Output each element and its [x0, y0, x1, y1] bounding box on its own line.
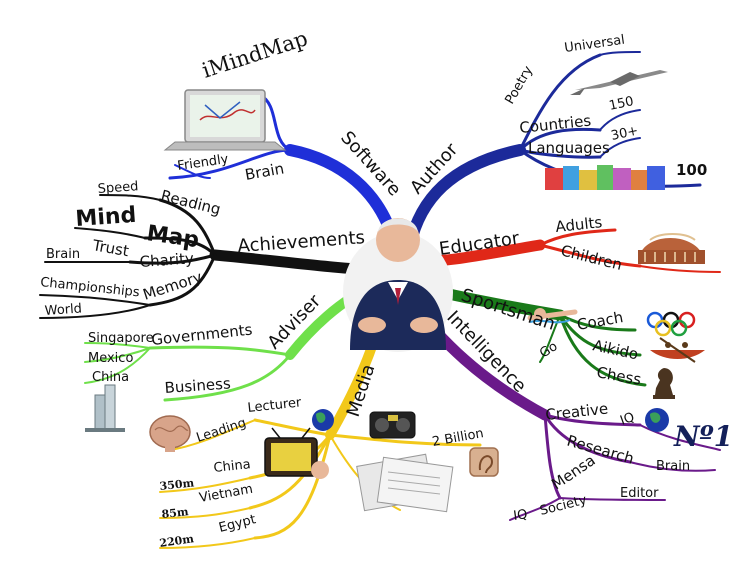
globe-icon	[312, 409, 334, 431]
label-countries: Countries	[519, 112, 593, 137]
label-mensa: Mensa	[548, 451, 598, 493]
skyscraper-icon	[85, 384, 125, 432]
label-mexico: Mexico	[88, 351, 133, 366]
label-lecturer: Lecturer	[247, 395, 303, 416]
label-business: Business	[164, 374, 231, 397]
label-iq-society: IQ	[512, 507, 528, 524]
label-150: 150	[608, 94, 635, 114]
label-editor: Editor	[620, 486, 659, 501]
label-world: World	[44, 301, 82, 319]
royal-albert-hall-icon	[638, 233, 705, 264]
globe-icon	[645, 408, 669, 432]
label-85m: 85m	[161, 505, 190, 521]
newspapers-icon	[356, 453, 454, 513]
label-friendly: Friendly	[176, 152, 229, 174]
label-creative: Creative	[545, 400, 609, 424]
label-30plus: 30+	[610, 124, 640, 144]
label-achievements: Achievements	[237, 227, 366, 257]
label-china-media: China	[213, 457, 252, 476]
radio-icon	[369, 411, 416, 439]
label-aikido: Aikido	[591, 336, 640, 363]
label-number-one: Nº1	[673, 420, 733, 453]
label-go: Go	[537, 339, 560, 361]
label-governments: Governments	[151, 320, 254, 349]
label-leading: Leading	[195, 416, 248, 446]
label-languages: Languages	[528, 139, 610, 157]
concorde-plane-icon	[570, 70, 668, 95]
label-reading: Reading	[159, 186, 222, 218]
chess-knight-icon	[653, 368, 675, 399]
label-adults: Adults	[555, 213, 604, 236]
label-china-adviser: China	[92, 370, 129, 385]
label-mind: Mind	[75, 203, 137, 232]
label-singapore: Singapore	[88, 331, 154, 346]
swimmer-icon	[527, 308, 578, 324]
label-brain-trust: Brain	[46, 247, 80, 262]
label-poetry: Poetry	[502, 63, 536, 107]
laptop-icon	[163, 89, 287, 151]
olympic-rings-icon	[646, 311, 696, 337]
label-children: Children	[559, 241, 624, 274]
label-charity: Charity	[139, 249, 195, 271]
label-brain: Brain	[244, 159, 286, 184]
label-society: Society	[538, 493, 588, 519]
label-trust: Trust	[90, 236, 130, 260]
label-egypt: Egypt	[217, 512, 257, 536]
label-brain-research: Brain	[656, 459, 690, 474]
label-championships: Championships	[40, 275, 141, 300]
label-220m: 220m	[159, 532, 195, 550]
label-speed: Speed	[97, 179, 139, 197]
ear-icon	[469, 447, 499, 477]
label-100: 100	[676, 161, 707, 179]
label-vietnam: Vietnam	[198, 482, 254, 506]
brain-icon	[149, 415, 191, 452]
label-chess: Chess	[595, 363, 642, 389]
label-imindmap: iMindMap	[199, 26, 310, 83]
tv-icon	[264, 427, 329, 479]
books-icon	[545, 165, 665, 190]
canoe-icon	[650, 337, 705, 363]
label-350m: 350m	[159, 476, 195, 493]
central-portrait	[343, 218, 453, 352]
label-iq-creative: IQ	[618, 410, 636, 429]
